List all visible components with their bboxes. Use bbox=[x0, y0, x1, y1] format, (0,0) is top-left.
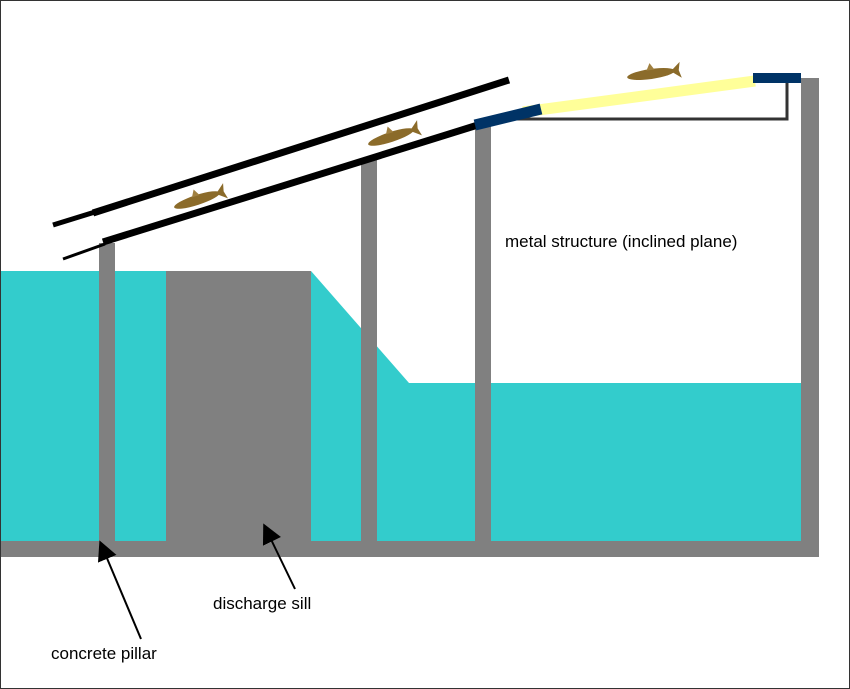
arrow-icon bbox=[262, 523, 296, 590]
concrete-pillar bbox=[475, 126, 491, 543]
connector-lower bbox=[473, 103, 543, 131]
right-wall bbox=[801, 78, 819, 557]
discharge-sill bbox=[166, 271, 311, 541]
inclined-plane bbox=[522, 75, 756, 118]
metal-frame bbox=[513, 81, 789, 121]
fish-icon bbox=[368, 120, 423, 146]
upstream-water bbox=[1, 271, 166, 541]
fish-icon bbox=[627, 61, 682, 80]
upper-plank bbox=[91, 76, 511, 217]
upper-plank-tip bbox=[52, 209, 96, 228]
connector-upper bbox=[753, 73, 801, 83]
concrete-pillar bbox=[361, 158, 377, 543]
discharge-sill-label: discharge sill bbox=[213, 594, 312, 613]
floor bbox=[1, 541, 819, 557]
lower-plank bbox=[101, 120, 483, 246]
lower-plank-tip bbox=[62, 242, 106, 261]
concrete-pillar-label: concrete pillar bbox=[51, 644, 157, 663]
metal-structure-label: metal structure (inclined plane) bbox=[505, 232, 738, 251]
arrow-icon bbox=[97, 540, 142, 640]
downstream-water bbox=[311, 271, 801, 541]
fish-icon bbox=[174, 183, 229, 209]
concrete-pillar bbox=[99, 243, 115, 543]
